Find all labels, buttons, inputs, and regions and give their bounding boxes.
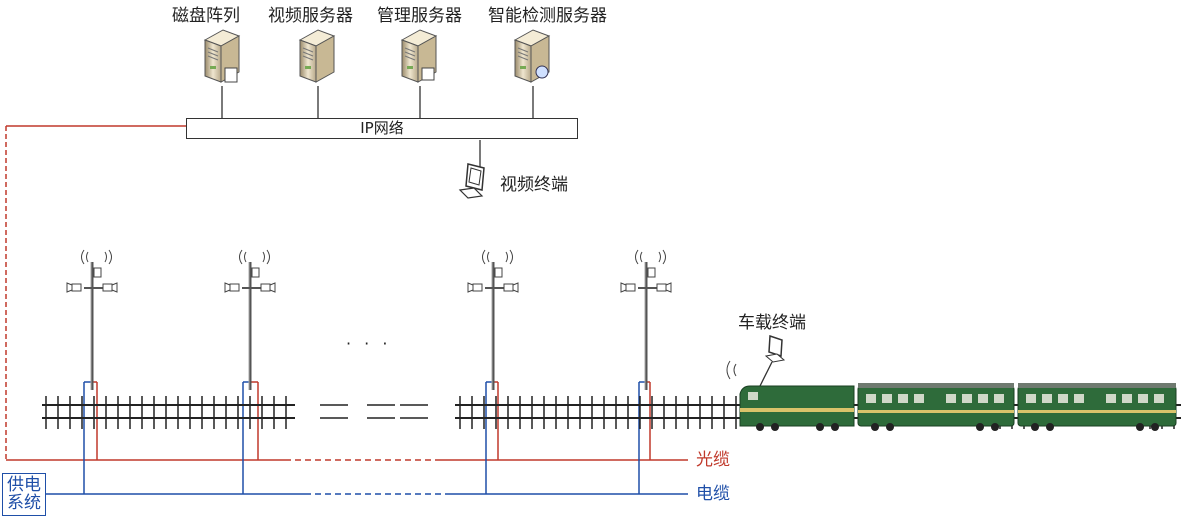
vehicle-terminal-icon: [764, 334, 786, 363]
disk-array-label: 磁盘阵列: [172, 6, 240, 26]
video-server-label: 视频服务器: [268, 6, 353, 26]
camera-pole-1: [65, 248, 119, 392]
camera-pole-4: [619, 248, 673, 392]
server-links: [221, 86, 534, 168]
wireless-signal-icon: [726, 360, 737, 380]
power-system-label-line2: 系统: [7, 493, 41, 513]
ellipsis: · · ·: [346, 334, 392, 353]
disk-array-server-icon: [204, 29, 240, 83]
video-terminal-icon: [458, 163, 485, 199]
fiber-cable-line: [5, 125, 688, 461]
power-system-box: 供电 系统: [2, 473, 46, 516]
management-server-icon: [401, 29, 437, 83]
fiber-cable-label: 光缆: [696, 450, 730, 470]
management-server-label: 管理服务器: [377, 6, 462, 26]
detection-server-icon: [514, 29, 550, 83]
ip-network-box: IP网络: [186, 118, 578, 139]
video-terminal-label: 视频终端: [500, 175, 568, 195]
video-server-icon: [299, 29, 335, 83]
vehicle-terminal-label: 车载终端: [738, 313, 806, 333]
train: [739, 383, 1177, 431]
camera-pole-3: [466, 248, 520, 392]
camera-pole-2: [223, 248, 277, 392]
power-cable-label: 电缆: [696, 484, 730, 504]
power-cable-line: [46, 381, 688, 495]
detection-server-label: 智能检测服务器: [488, 6, 607, 26]
power-system-label-line1: 供电: [7, 475, 41, 495]
